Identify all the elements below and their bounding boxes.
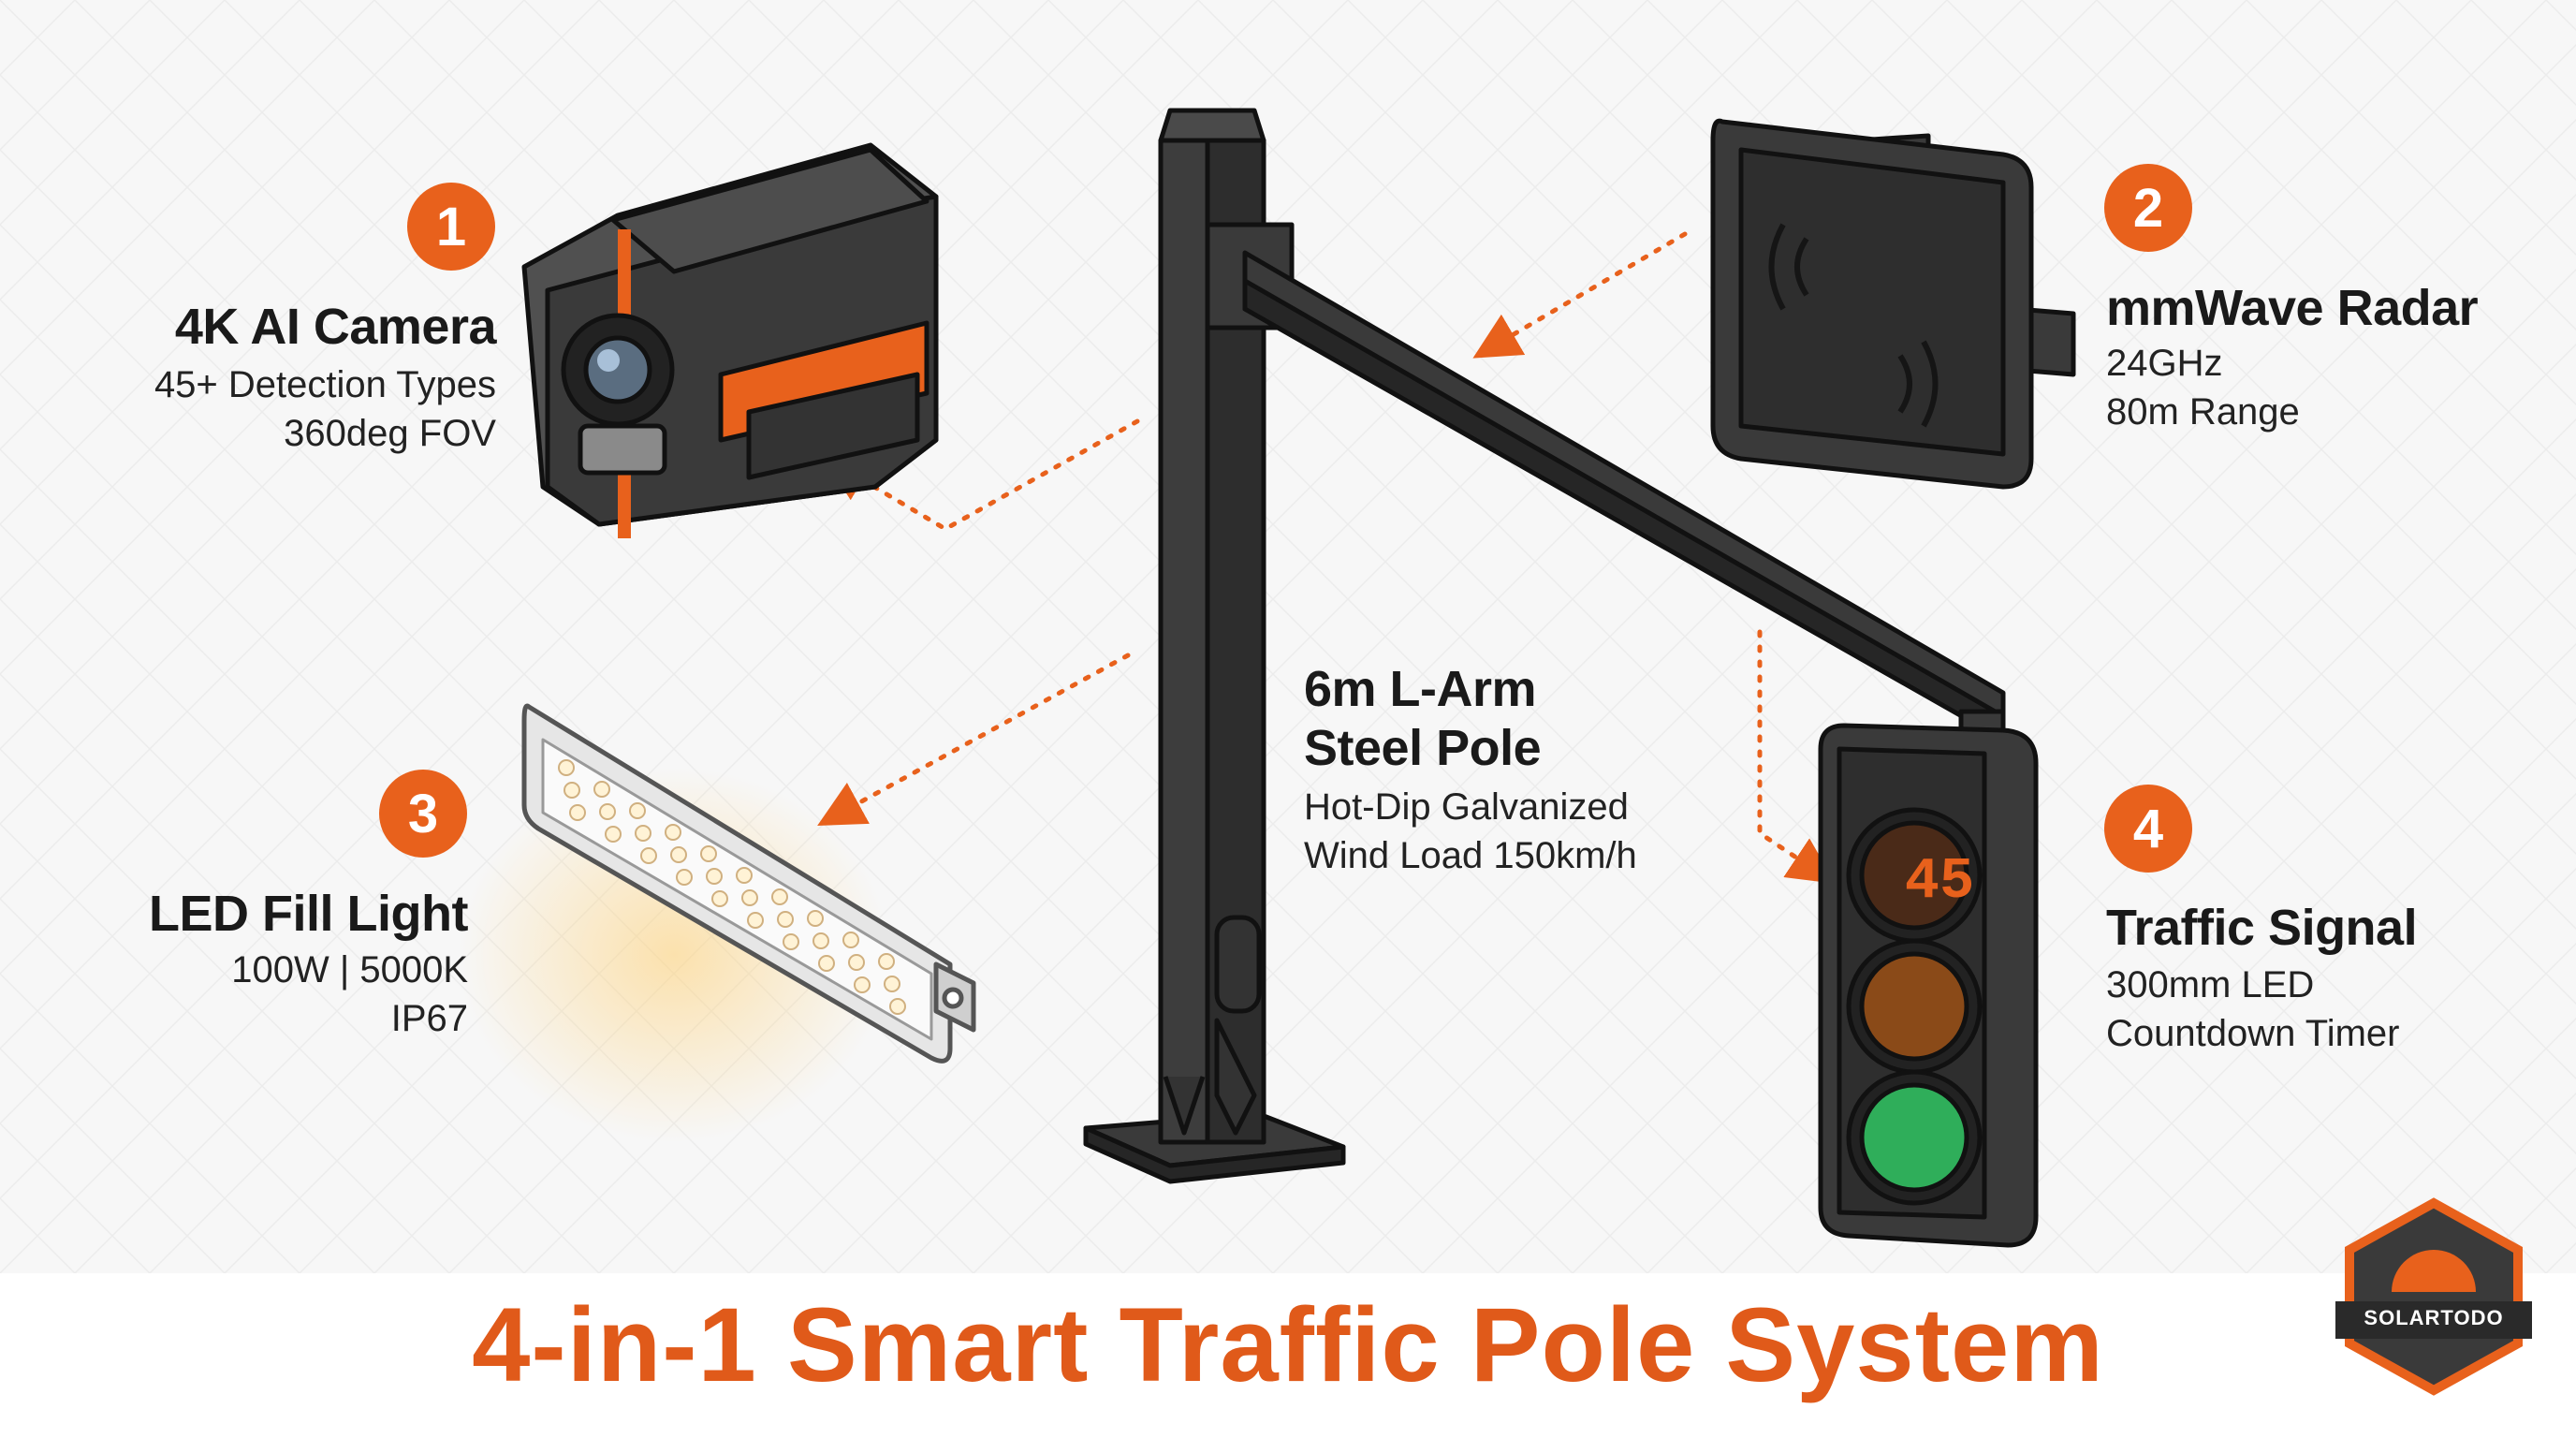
pole-spec-1: Hot-Dip Galvanized [1304,786,1629,828]
led-spec-1: 100W | 5000K [231,949,468,990]
led-title: LED Fill Light [149,886,468,942]
arrow-led [817,653,1131,827]
pole-spec-2: Wind Load 150km/h [1304,835,1637,876]
led-dot [640,847,657,864]
led-dot [807,910,824,927]
camera-badge: 1 [407,183,495,271]
led-dot [842,932,859,948]
solartodo-logo [2335,1197,2532,1396]
led-dot [854,976,871,993]
led-dot [599,803,616,820]
radar-spec-1: 24GHz [2106,343,2223,384]
led-badge: 3 [379,770,467,858]
main-title: 4-in-1 Smart Traffic Pole System [472,1286,2104,1403]
brand-name: SOLARTODO [2364,1306,2504,1329]
led-dot [783,933,799,950]
led-dot [564,782,580,799]
camera-title: 4K AI Camera [174,299,497,355]
title-band [0,1273,2576,1438]
led-fill-light-illustration [459,703,976,1142]
led-dot [706,868,723,885]
countdown-digits: 45 [1905,848,1974,915]
radar-badge: 2 [2104,164,2192,252]
camera-spec-2: 360deg FOV [284,413,496,454]
signal-badge: 4 [2104,785,2192,873]
led-dot [711,890,728,907]
led-dot [700,845,717,862]
pole-title-line-1: 6m L-Arm [1304,661,1537,717]
signal-title: Traffic Signal [2106,900,2418,956]
led-dot [812,932,829,949]
led-dot [777,911,794,928]
traffic-signal-illustration [1818,723,2039,1248]
led-dot [629,802,646,819]
pole-access-door [1214,915,1262,1014]
led-dot [569,804,586,821]
ai-camera-illustration [521,142,939,538]
led-dot [818,955,835,972]
signal-spec-2: Countdown Timer [2106,1013,2400,1054]
led-dot [558,759,575,776]
led-dot [665,824,681,841]
radar-wave-icon [1768,223,1939,428]
led-dot [605,826,622,843]
camera-spec-1: 45+ Detection Types [154,364,496,405]
led-dot [889,998,906,1015]
led-dot [670,846,687,863]
led-dot [878,953,895,970]
led-dot [884,976,900,992]
led-dot [635,825,651,842]
led-dot [848,954,865,971]
background-grid [0,0,2576,1273]
led-dot [747,912,764,929]
led-dot-array [558,759,906,1015]
signal-spec-1: 300mm LED [2106,964,2315,1005]
led-dot [593,781,610,798]
led-dot [771,888,788,905]
steel-pole-illustration [1083,108,2006,1184]
arrow-radar [1472,231,1688,359]
led-dot [676,869,693,886]
pole-title-line-2: Steel Pole [1304,720,1542,776]
radar-title: mmWave Radar [2106,280,2479,336]
led-spec-2: IP67 [390,998,468,1039]
signal-green-lamp [1859,1082,1969,1193]
radar-spec-2: 80m Range [2106,391,2300,433]
mmwave-radar-illustration [1710,118,2076,490]
led-dot [736,867,753,884]
sun-icon [2392,1250,2476,1292]
led-dot [741,889,758,906]
